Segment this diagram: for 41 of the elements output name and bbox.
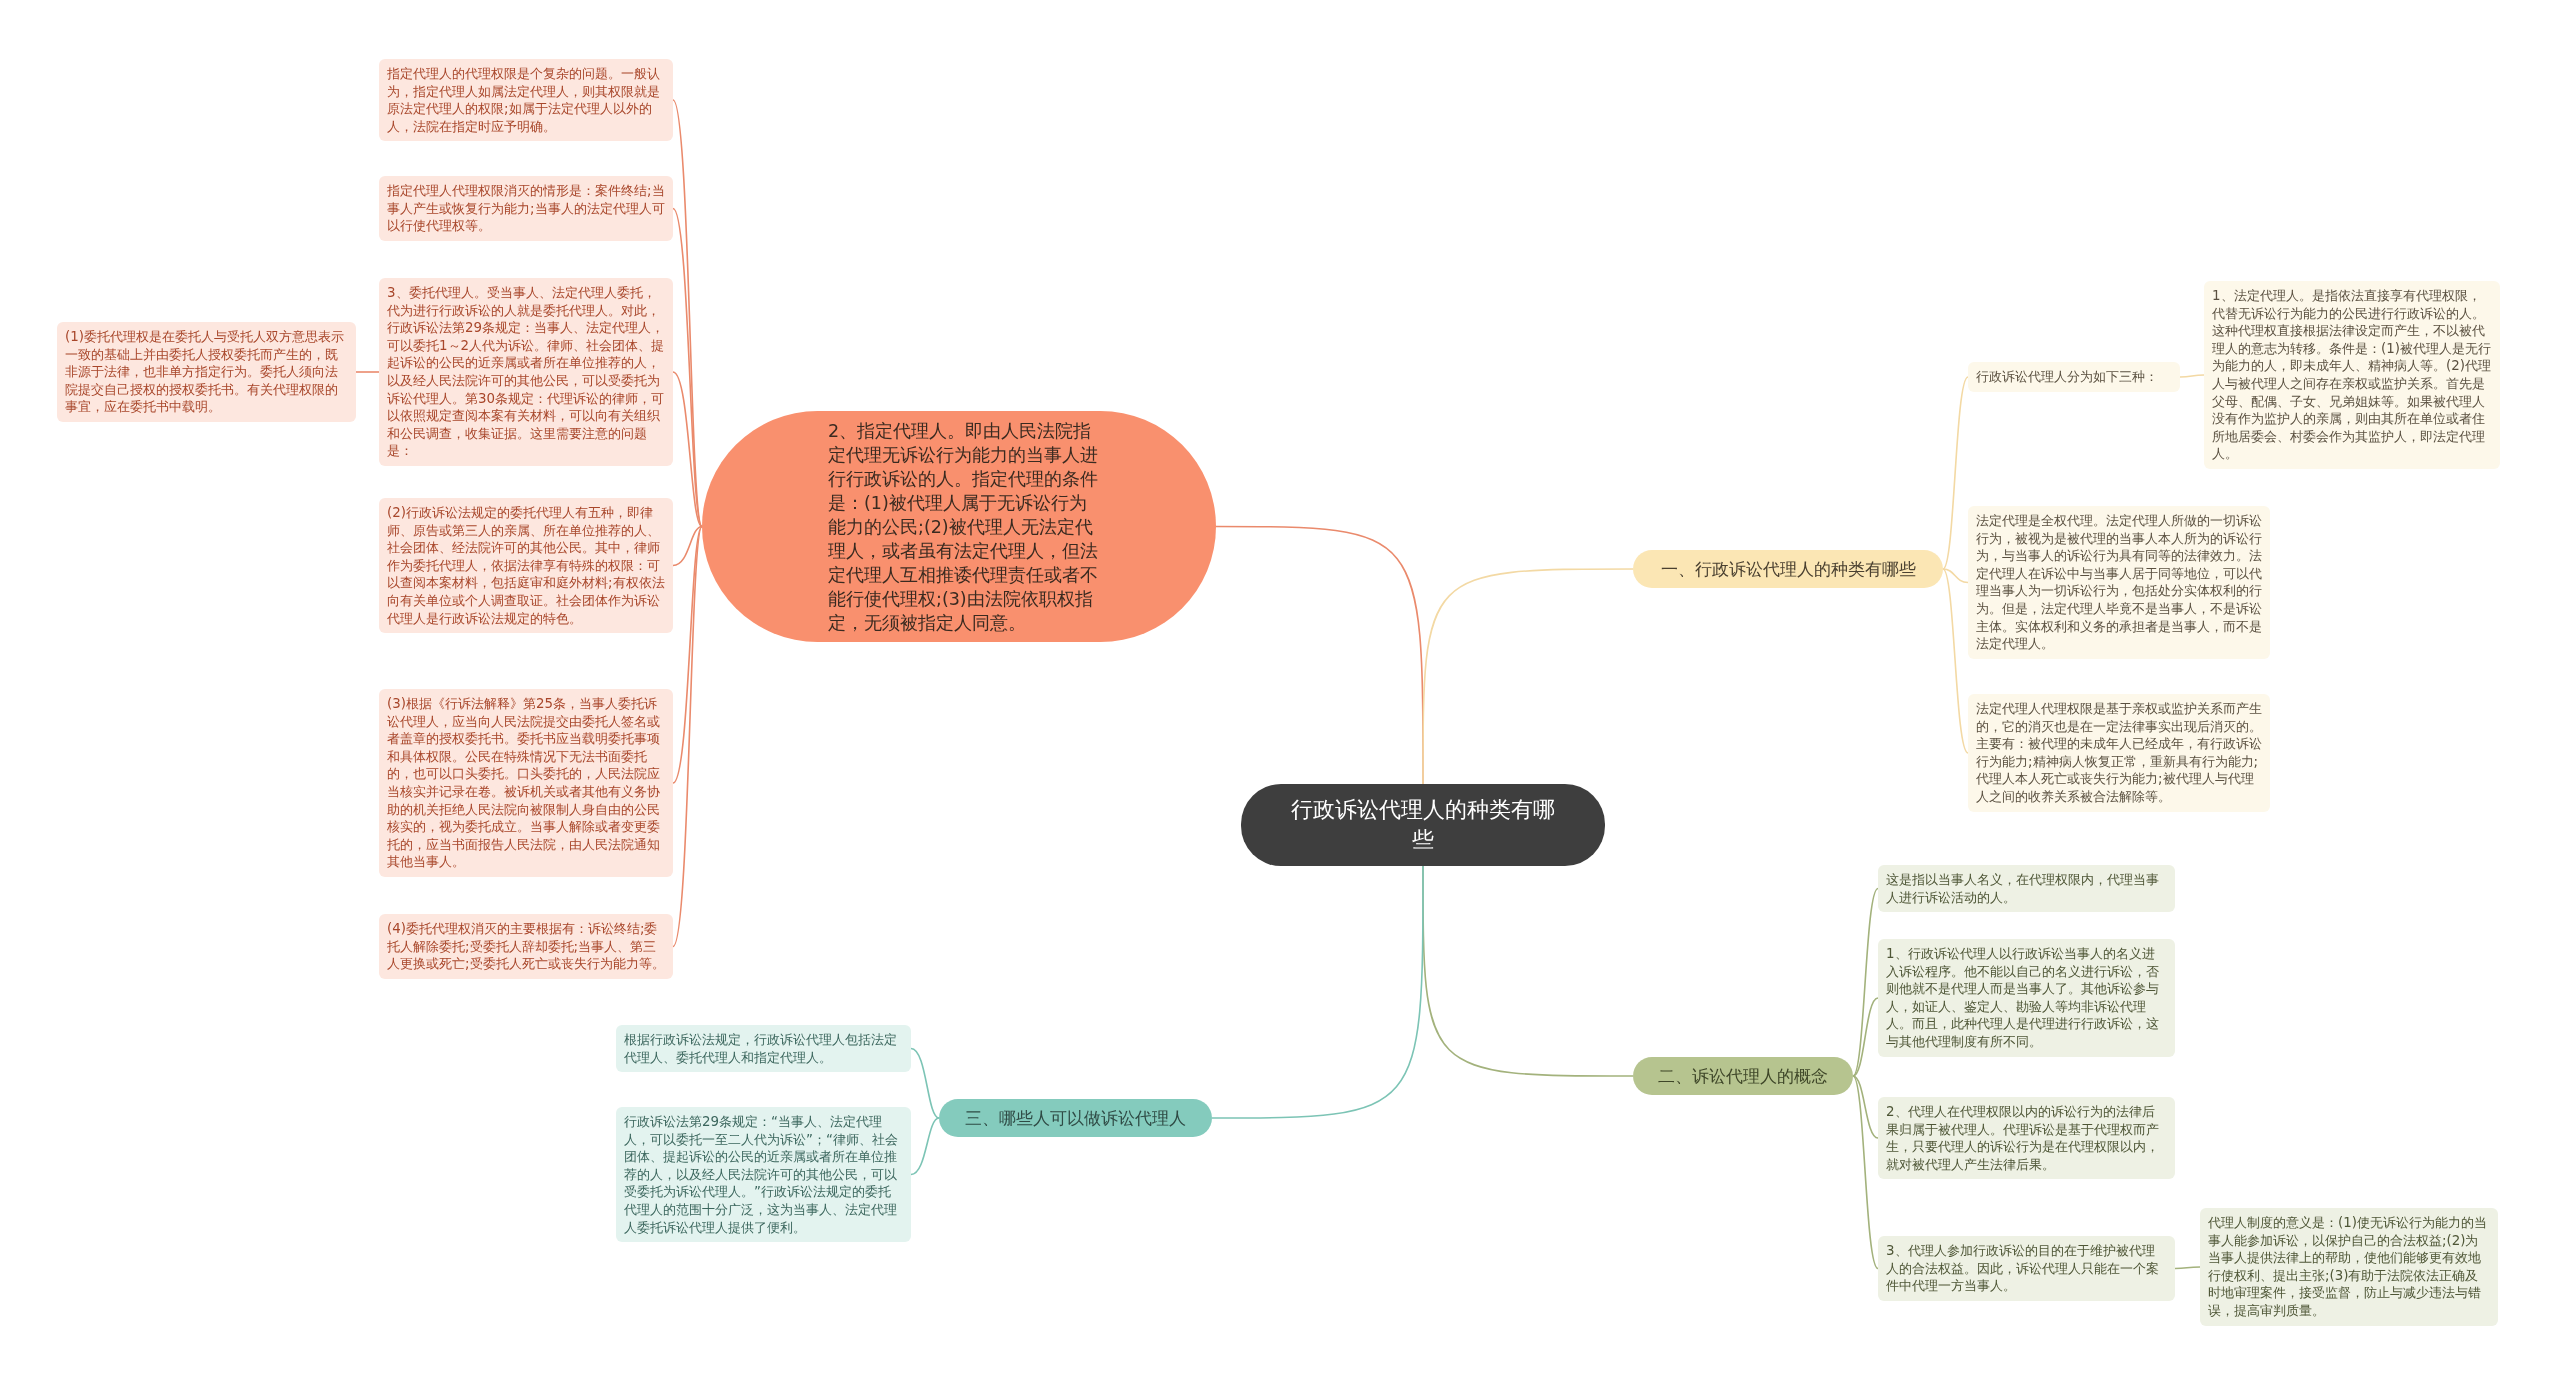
subtopic-bubble: 2、指定代理人。即由人民法院指定代理无诉讼行为能力的当事人进行行政诉讼的人。指定代理的条件是：(1)被代理人属于无诉讼行为能力的公民;(2)被代理人无法定代理人，或者虽有法定代理人，但法定代理人互相推诿代理责任或者不能行使代理权;(3)由法院依职权指定，无须被指定人同意。 xyxy=(702,411,1216,642)
central-topic: 行政诉讼代理人的种类有哪些 xyxy=(1241,784,1605,866)
note-box: 代理人制度的意义是：(1)使无诉讼行为能力的当事人能参加诉讼，以保护自己的合法权益;(2)为当事人提供法律上的帮助，使他们能够更有效地行使权利、提出主张;(3)有助于法院依法正确及时地审理案件，接受监督，防止与减少违法与错误，提高审判质量。 xyxy=(2200,1208,2498,1326)
connector-line xyxy=(1211,865,1424,1119)
note-box: (4)委托代理权消灭的主要根据有：诉讼终结;委托人解除委托;受委托人辞却委托;当事人、第三人更换或死亡;受委托人死亡或丧失行为能力等。 xyxy=(379,914,673,979)
connector-line xyxy=(672,525,703,784)
note-box: (1)委托代理权是在委托人与受托人双方意思表示一致的基础上并由委托人授权委托而产生的，既非源于法律，也非单方指定行为。委托人须向法院提交自己授权的授权委托书。有关代理权限的事宜，应在委托书中载明。 xyxy=(57,322,356,422)
note-box: 法定代理是全权代理。法定代理人所做的一切诉讼行为，被视为是被代理的当事人本人所为的诉讼行为，与当事人的诉讼行为具有同等的法律效力。法定代理人在诉讼中与当事人居于同等地位，可以代理当事人为一切诉讼行为，包括处分实体权利的行为。但是，法定代理人毕竟不是当事人，不是诉讼主体。实体权利和义务的承担者是当事人，而不是法定代理人。 xyxy=(1968,506,2270,659)
note-box: 根据行政诉讼法规定，行政诉讼代理人包括法定代理人、委托代理人和指定代理人。 xyxy=(616,1025,911,1073)
connector-line xyxy=(672,525,703,948)
note-box: 1、法定代理人。是指依法直接享有代理权限，代替无诉讼行为能力的公民进行行政诉讼的人。这种代理权直接根据法律设定而产生，不以被代理人的意志为转移。条件是：(1)被代理人是无行为能力的人，即未成年人、精神病人等。(2)代理人与被代理人之间存在亲权或监护关系。首先是父母、配偶、子女、兄弟姐妹等。如果被代理人没有作为监护人的亲属，则由其所在单位或者住所地居委会、村委会作为其监护人，即法定代理人。 xyxy=(2204,281,2500,469)
note-box: 3、代理人参加行政诉讼的目的在于维护被代理人的合法权益。因此，诉讼代理人只能在一个案件中代理一方当事人。 xyxy=(1878,1236,2175,1301)
connector-line xyxy=(1852,997,1879,1077)
connector-line xyxy=(1852,1075,1879,1270)
note-box: 指定代理人的代理权限是个复杂的问题。一般认为，指定代理人如属法定代理人，则其权限就是原法定代理人的权限;如属于法定代理人以外的人，法院在指定时应予明确。 xyxy=(379,59,673,142)
note-box: 这是指以当事人名义，在代理权限内，代理当事人进行诉讼活动的人。 xyxy=(1878,865,2175,913)
note-box: 行政诉讼法第29条规定：“当事人、法定代理人，可以委托一至二人代为诉讼”；“律师、社会团体、提起诉讼的公民的近亲属或者所在单位推荐的人，以及经人民法院许可的其他公民，可以受委托为诉讼代理人。”行政诉讼法规定的委托代理人的范围十分广泛，这为当事人、法定代理人委托诉讼代理人提供了便利。 xyxy=(616,1107,911,1243)
branch-pill: 一、行政诉讼代理人的种类有哪些 xyxy=(1633,550,1943,588)
connector-line xyxy=(1852,1075,1879,1139)
note-box: 1、行政诉讼代理人以行政诉讼当事人的名义进入诉讼程序。他不能以自己的名义进行诉讼，否则他就不是代理人而是当事人了。其他诉讼参与人，如证人、鉴定人、勘验人等均非诉讼代理人。而且，此种代理人是代理进行行政诉讼，这与其他代理制度有所不同。 xyxy=(1878,939,2175,1057)
connector-line xyxy=(2174,1266,2201,1270)
connector-line xyxy=(672,371,703,528)
connector-line xyxy=(672,525,703,567)
connector-line xyxy=(1942,568,1969,754)
connector-line xyxy=(1422,568,1634,785)
branch-pill: 三、哪些人可以做诉讼代理人 xyxy=(939,1099,1212,1137)
note-box: (2)行政诉讼法规定的委托代理人有五种，即律师、原告或第三人的亲属、所在单位推荐的人、社会团体、经法院许可的其他公民。其中，律师作为委托代理人，依据法律享有特殊的权限：可以查阅本案材料，包括庭审和庭外材料;有权依法向有关单位或个人调查取证。社会团体作为诉讼代理人是行政诉讼法规定的特色。 xyxy=(379,498,673,634)
connector-line xyxy=(2179,374,2205,378)
connector-line xyxy=(910,1117,940,1176)
note-box: 法定代理人代理权限是基于亲权或监护关系而产生的，它的消灭也是在一定法律事实出现后消灭的。主要有：被代理的未成年人已经成年，有行政诉讼行为能力;精神病人恢复正常，重新具有行为能力;代理人本人死亡或丧失行为能力;被代理人与代理人之间的收养关系被合法解除等。 xyxy=(1968,694,2270,812)
connector-line xyxy=(1852,887,1879,1077)
note-box: 2、代理人在代理权限以内的诉讼行为的法律后果归属于被代理人。代理诉讼是基于代理权而产生，只要代理人的诉讼行为是在代理权限以内，就对被代理人产生法律后果。 xyxy=(1878,1097,2175,1180)
note-box: 行政诉讼代理人分为如下三种： xyxy=(1968,362,2180,392)
note-box: (3)根据《行诉法解释》第25条，当事人委托诉讼代理人，应当向人民法院提交由委托人签名或者盖章的授权委托书。委托书应当载明委托事项和具体权限。公民在特殊情况下无法书面委托的，也可以口头委托。口头委托的，人民法院应当核实并记录在卷。被诉机关或者其他有义务协助的机关拒绝人民法院向被限制人身自由的公民核实的，视为委托成立。当事人解除或者变更委托的，应当书面报告人民法院，由人民法院通知其他当事人。 xyxy=(379,689,673,877)
connector-line xyxy=(910,1047,940,1119)
connector-line xyxy=(355,371,380,373)
note-box: 指定代理人代理权限消灭的情形是：案件终结;当事人产生或恢复行为能力;当事人的法定代理人可以行使代理权等。 xyxy=(379,176,673,241)
note-box: 3、委托代理人。受当事人、法定代理人委托，代为进行行政诉讼的人就是委托代理人。对此，行政诉讼法第29条规定：当事人、法定代理人，可以委托1～2人代为诉讼。律师、社会团体、提起诉讼的公民的近亲属或者所在单位推荐的人，以及经人民法院许可的其他公民，可以受委托为诉讼代理人。第30条规定：代理诉讼的律师，可以依照规定查阅本案有关材料，可以向有关组织和公民调查，收集证据。这里需要注意的问题是： xyxy=(379,278,673,466)
branch-pill: 二、诉讼代理人的概念 xyxy=(1633,1057,1853,1095)
connector-line xyxy=(1942,376,1969,570)
connector-line xyxy=(1942,568,1969,584)
